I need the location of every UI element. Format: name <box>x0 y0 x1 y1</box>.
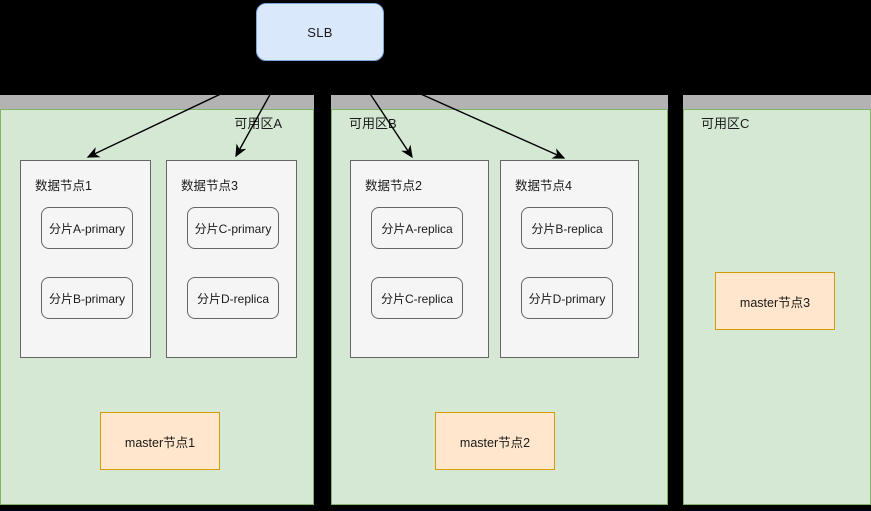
master-node-3[interactable]: master节点3 <box>715 272 835 330</box>
zone-c-top-strip <box>683 95 871 109</box>
availability-zone-b: 可用区B 数据节点2 分片A-replica 分片C-replica 数据节点4… <box>331 95 668 505</box>
data-node-3-title: 数据节点3 <box>181 179 238 193</box>
shard-box[interactable]: 分片D-primary <box>521 277 613 319</box>
zone-a-top-strip <box>0 95 314 109</box>
data-node-4-title: 数据节点4 <box>515 179 572 193</box>
data-node-4[interactable]: 数据节点4 分片B-replica 分片D-primary <box>500 160 639 358</box>
data-node-1-title: 数据节点1 <box>35 179 92 193</box>
master-node-2[interactable]: master节点2 <box>435 412 555 470</box>
shard-box[interactable]: 分片D-replica <box>187 277 279 319</box>
data-node-3[interactable]: 数据节点3 分片C-primary 分片D-replica <box>166 160 297 358</box>
shard-box[interactable]: 分片B-replica <box>521 207 613 249</box>
availability-zone-a: 可用区A 数据节点1 分片A-primary 分片B-primary 数据节点3… <box>0 95 314 505</box>
slb-label: SLB <box>307 24 333 40</box>
shard-box[interactable]: 分片A-primary <box>41 207 133 249</box>
zone-b-top-strip <box>331 95 668 109</box>
shard-box[interactable]: 分片B-primary <box>41 277 133 319</box>
zone-b-title: 可用区B <box>349 116 397 131</box>
master-node-1[interactable]: master节点1 <box>100 412 220 470</box>
shard-box[interactable]: 分片C-replica <box>371 277 463 319</box>
shard-box[interactable]: 分片A-replica <box>371 207 463 249</box>
data-node-2[interactable]: 数据节点2 分片A-replica 分片C-replica <box>350 160 489 358</box>
slb-node[interactable]: SLB <box>256 3 384 61</box>
zone-a-title: 可用区A <box>234 116 282 131</box>
zone-c-title: 可用区C <box>701 116 750 131</box>
availability-zone-c: 可用区C master节点3 <box>683 95 871 505</box>
shard-box[interactable]: 分片C-primary <box>187 207 279 249</box>
data-node-1[interactable]: 数据节点1 分片A-primary 分片B-primary <box>20 160 151 358</box>
data-node-2-title: 数据节点2 <box>365 179 422 193</box>
